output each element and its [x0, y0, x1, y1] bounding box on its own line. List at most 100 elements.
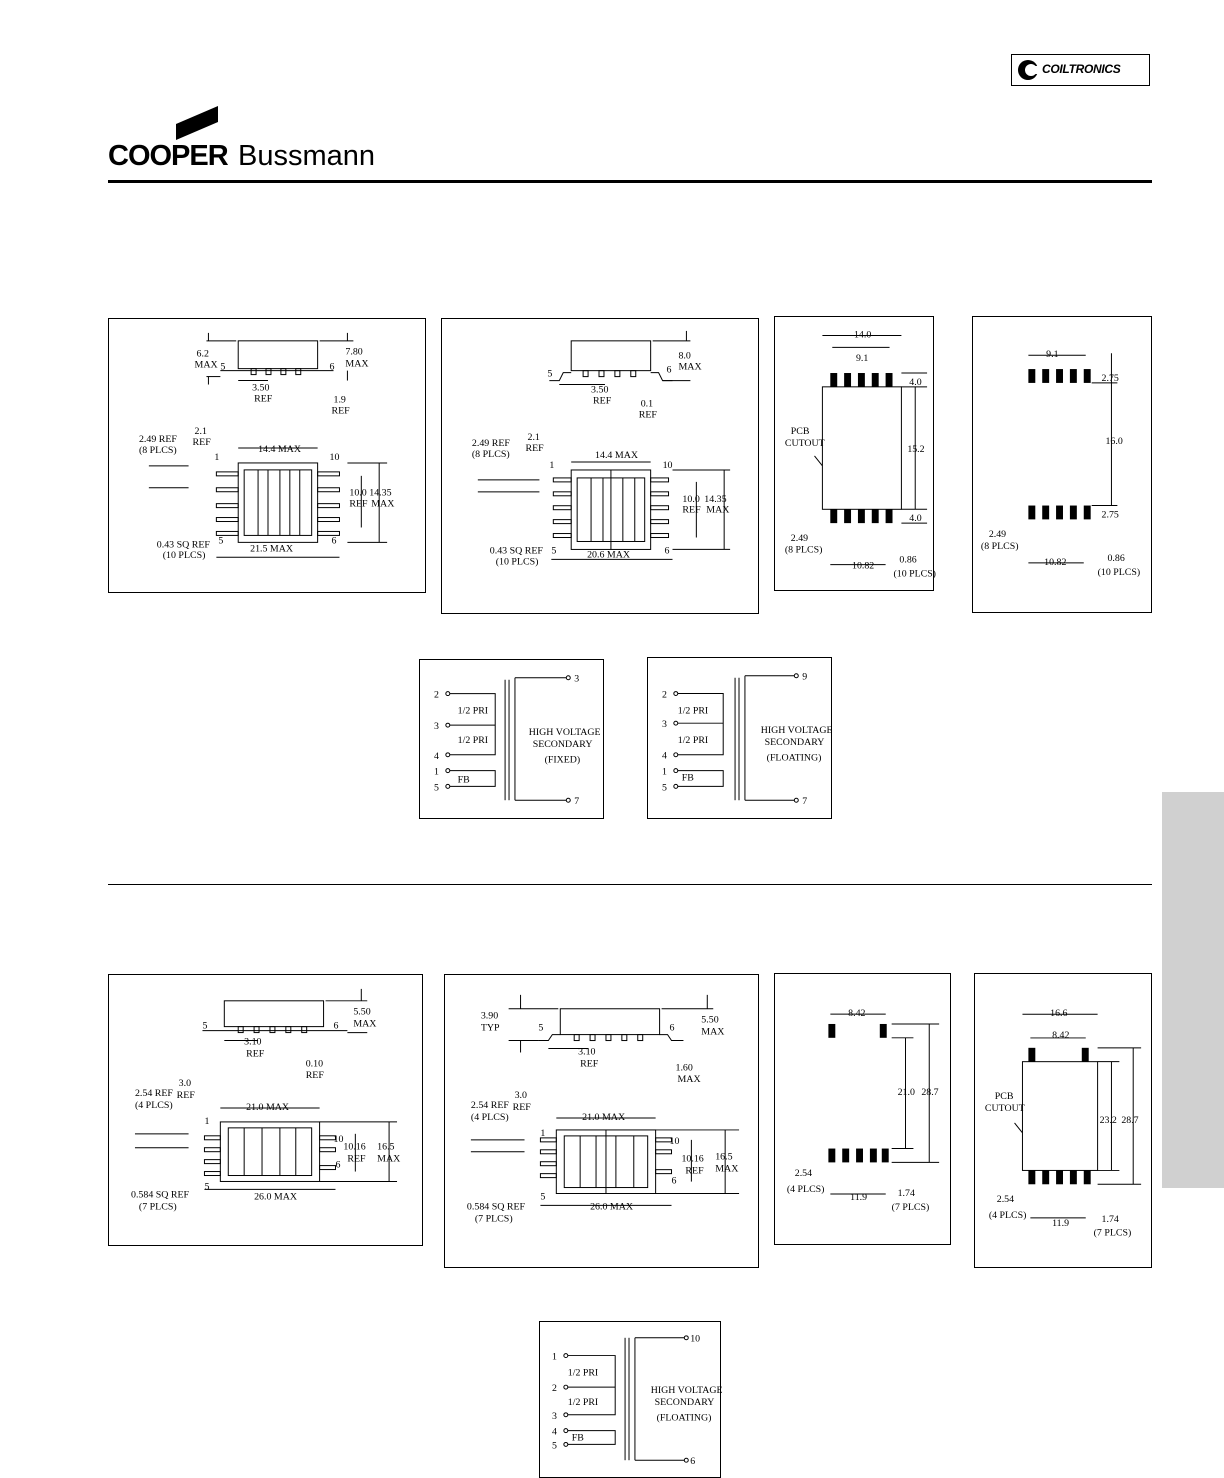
- dim-label: (4 PLCS): [471, 1112, 509, 1123]
- dim-label: 9.1: [1046, 349, 1058, 360]
- dim-label: 1.74: [1102, 1214, 1119, 1225]
- dim-label: 8.42: [848, 1008, 865, 1019]
- pin-label: 6: [665, 545, 670, 556]
- dim-label: 3.50: [252, 382, 269, 393]
- dim-label: REF: [526, 443, 545, 454]
- dim-label: PCB: [995, 1091, 1014, 1102]
- dim-label: PCB: [791, 426, 810, 437]
- side-tab: [1162, 792, 1224, 1188]
- winding-label: 1/2 PRI: [678, 735, 708, 746]
- pin-label: 5: [540, 1191, 545, 1202]
- dim-label: MAX: [377, 1154, 400, 1165]
- dim-label: 0.86: [1107, 553, 1124, 564]
- pin-label: 7: [574, 796, 579, 807]
- dim-label: 14.0: [854, 329, 871, 340]
- dim-label: (7 PLCS): [139, 1201, 177, 1212]
- dim-label: REF: [685, 1166, 704, 1177]
- dim-label: REF: [254, 393, 273, 404]
- dim-label: (8 PLCS): [472, 449, 510, 460]
- secondary-label: HIGH VOLTAGE: [761, 725, 833, 736]
- winding-label: 1/2 PRI: [458, 705, 488, 716]
- dim-label: 11.9: [850, 1192, 867, 1203]
- dim-label: 11.9: [1052, 1218, 1069, 1229]
- dim-label: REF: [682, 505, 701, 516]
- brand-bussmann: Bussmann: [238, 140, 376, 172]
- dim-label: 2.75: [1102, 509, 1119, 520]
- secondary-label: HIGH VOLTAGE: [651, 1385, 723, 1396]
- dim-label: 28.7: [1121, 1115, 1138, 1126]
- dim-label: 21.0 MAX: [582, 1112, 625, 1123]
- dim-label: 3.50: [591, 385, 608, 396]
- cooper-slash-icon: [176, 106, 218, 140]
- dim-label: 0.1: [641, 398, 653, 409]
- winding-label: 1/2 PRI: [568, 1367, 598, 1378]
- pin-label: 1: [214, 452, 219, 463]
- dim-label: REF: [177, 1090, 196, 1101]
- dim-label: 16.5: [377, 1142, 394, 1153]
- s1-panel-c-pcb-cutout: 14.0 9.1 4.0 PCB CUTOUT 15.2 4.0 2.49 (8…: [774, 316, 936, 591]
- s2-panel-b-drawing: 3.90 TYP 5 6 5.50 MAX 3.10 REF 1.60 MAX …: [467, 994, 740, 1224]
- dim-label: 0.10: [306, 1058, 323, 1069]
- dim-label: (10 PLCS): [894, 568, 936, 579]
- pin-label: 4: [662, 751, 667, 762]
- dim-label: 0.584 SQ REF: [467, 1201, 526, 1212]
- dim-label: 7.80: [345, 347, 362, 358]
- s2-panel-c-pad-layout: 8.42 21.0 28.7 2.54 (4 PLCS) 11.9 1.74 (…: [774, 973, 951, 1245]
- dim-label: REF: [513, 1102, 532, 1113]
- pin-label: 2: [434, 690, 439, 701]
- dim-label: 10.0: [349, 488, 366, 499]
- dim-label: MAX: [345, 359, 368, 370]
- dim-label: 14.35: [369, 488, 391, 499]
- pin-label: 1: [552, 1352, 557, 1363]
- dim-label: 10.16: [681, 1154, 703, 1165]
- dim-label: (4 PLCS): [989, 1210, 1027, 1221]
- pin-label: 5: [662, 782, 667, 793]
- pin-label: 1: [204, 1116, 209, 1127]
- dim-label: CUTOUT: [985, 1103, 1025, 1114]
- dim-label: 3.90: [481, 1011, 498, 1022]
- winding-label: 1/2 PRI: [678, 705, 708, 716]
- pin-label: 9: [802, 672, 807, 683]
- dim-label: 4.0: [909, 377, 921, 388]
- s1-panel-d-drawing: 9.1 2.75 16.0 2.75 2.49 (8 PLCS) 10.82 0…: [981, 349, 1140, 578]
- pin-label: 6: [667, 365, 672, 376]
- pin-label: 5: [218, 535, 223, 546]
- dim-label: 10.0: [682, 494, 699, 505]
- dim-label: (8 PLCS): [785, 545, 823, 556]
- dim-label: 20.6 MAX: [587, 549, 630, 560]
- dim-label: MAX: [195, 360, 218, 371]
- dim-label: REF: [349, 499, 368, 510]
- dim-label: MAX: [678, 362, 701, 373]
- header-rule: [108, 180, 1152, 183]
- dim-label: REF: [347, 1154, 366, 1165]
- dim-label: (7 PLCS): [892, 1202, 930, 1213]
- pin-label: 4: [552, 1427, 557, 1438]
- s1-panel-a-drawing: 6.2 MAX 5 6 7.80 MAX 3.50 REF 1.9 REF 2.…: [139, 332, 394, 561]
- dim-label: MAX: [701, 1027, 724, 1038]
- dim-label: 4.0: [909, 513, 921, 524]
- winding-label: 1/2 PRI: [568, 1397, 598, 1408]
- dim-label: (8 PLCS): [981, 541, 1019, 552]
- dim-label: (10 PLCS): [496, 556, 539, 567]
- dim-label: 21.0 MAX: [246, 1102, 289, 1113]
- pin-label: 6: [672, 1176, 677, 1187]
- schematic-floating-drawing: 2 3 4 1 5 9 7 1/2 PRI 1/2 PRI FB HIGH VO…: [662, 672, 833, 807]
- dim-label: 2.75: [1102, 373, 1119, 384]
- dim-label: 2.1: [527, 432, 539, 443]
- s2-panel-d-pcb-cutout: 16.6 8.42 PCB CUTOUT 23.2 28.7 2.54 (4 P…: [974, 973, 1152, 1268]
- dim-label: 8.42: [1052, 1030, 1069, 1041]
- pin-label: 5: [538, 1023, 543, 1034]
- pin-label: 2: [552, 1383, 557, 1394]
- dim-label: 5.50: [701, 1015, 718, 1026]
- dim-label: 21.0: [898, 1087, 915, 1098]
- dim-label: MAX: [677, 1074, 700, 1085]
- dim-label: 26.0 MAX: [590, 1201, 633, 1212]
- dim-label: 8.0: [678, 351, 690, 362]
- dim-label: (10 PLCS): [163, 550, 206, 561]
- s1-panel-b-drawing: 5 6 8.0 MAX 3.50 REF 0.1 REF 2.49 REF (8…: [472, 330, 731, 567]
- dim-label: 3.10: [244, 1036, 261, 1047]
- winding-label: FB: [572, 1432, 584, 1443]
- secondary-label: SECONDARY: [533, 739, 593, 750]
- dim-label: 10.16: [343, 1142, 365, 1153]
- s2-panel-c-drawing: 8.42 21.0 28.7 2.54 (4 PLCS) 11.9 1.74 (…: [787, 1008, 940, 1213]
